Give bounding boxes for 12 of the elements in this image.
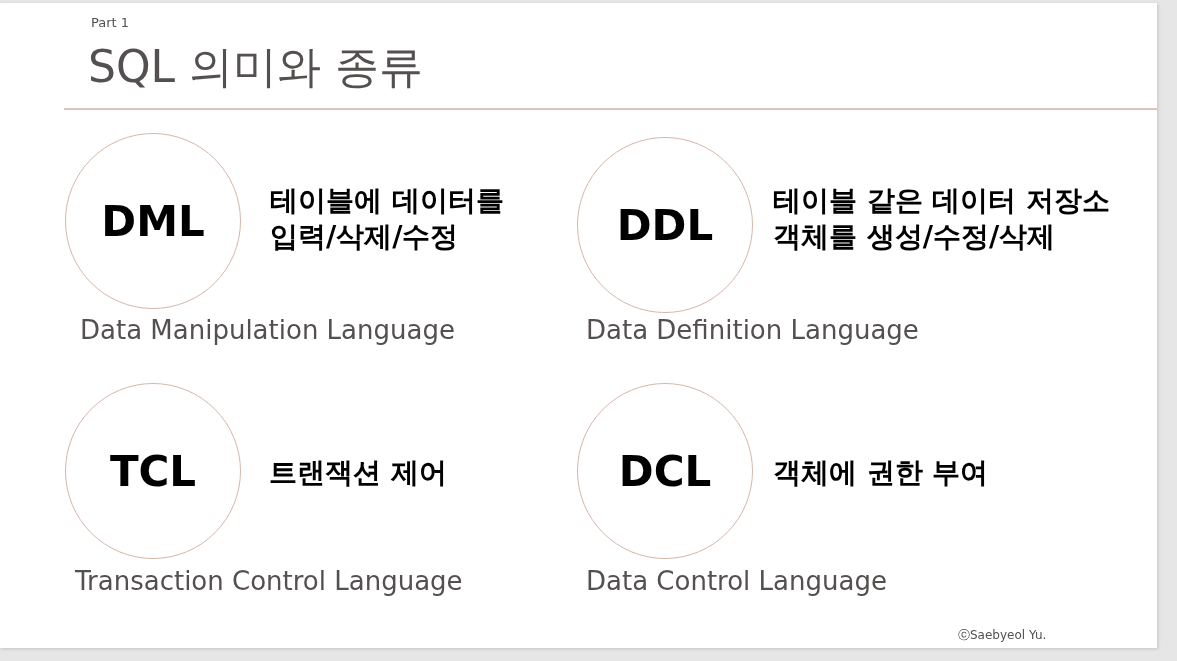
full-name-text: Data Control Language: [586, 565, 887, 597]
copyright-text: ⓒSaebyeol Yu.: [958, 627, 1047, 643]
description-text: 테이블 같은 데이터 저장소 객체를 생성/수정/삭제: [773, 183, 1112, 255]
description-text: 트랜잭션 제어: [269, 455, 448, 491]
slide-title: SQL 의미와 종류: [88, 40, 424, 94]
section-label: Part 1: [91, 14, 130, 31]
full-name-text: Data Manipulation Language: [80, 314, 455, 346]
term-circle: TCL: [65, 383, 241, 559]
description-text: 테이블에 데이터를 입력/삭제/수정: [270, 183, 505, 255]
full-name-text: Transaction Control Language: [75, 565, 463, 597]
full-name-text: Data Definition Language: [586, 314, 919, 346]
description-text: 객체에 권한 부여: [773, 455, 990, 491]
